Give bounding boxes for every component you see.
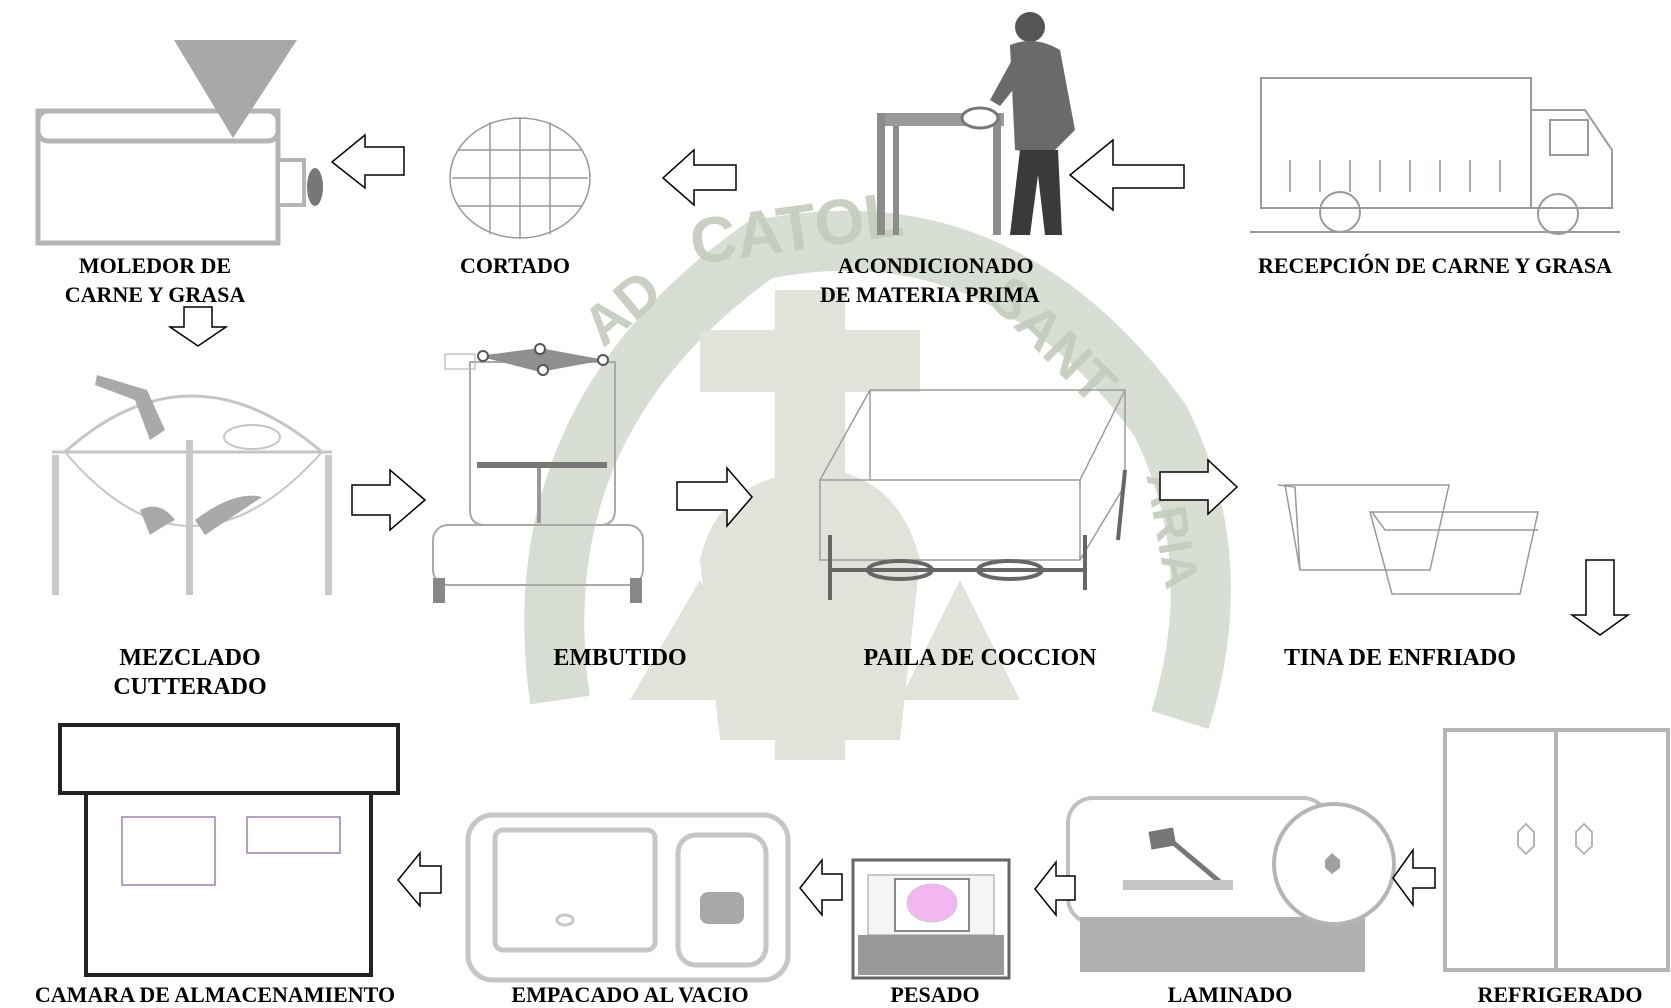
arrow-slicer-to-scale (1034, 859, 1076, 918)
arrow-grinder-to-mixer (167, 306, 229, 347)
slicer-icon (1066, 796, 1396, 972)
label-refrigerado: REFRIGERADO (1477, 982, 1643, 1007)
university-seal-watermark (524, 210, 1231, 760)
scale-icon (851, 858, 1011, 980)
arrow-tubs-to-fridge (1569, 559, 1631, 636)
storage-room-icon (58, 723, 400, 977)
grid-icon (449, 117, 591, 239)
arrow-packer-to-storage (397, 850, 442, 909)
worker-icon (877, 12, 1075, 235)
arrow-scale-to-packer (799, 857, 843, 918)
label-cortado: CORTADO (459, 253, 571, 278)
tubs-icon (1277, 484, 1539, 595)
kettle-icon (819, 389, 1127, 600)
label-empacado: EMPACADO AL VACIO (511, 982, 749, 1007)
truck-icon (1250, 77, 1620, 235)
label-pesado: PESADO (890, 982, 980, 1007)
fridge-icon (1443, 728, 1670, 972)
stuffer-icon (432, 343, 644, 603)
label-tina: TINA DE ENFRIADO (1283, 645, 1517, 671)
label-camara: CAMARA DE ALMACENAMIENTO (34, 982, 396, 1007)
arrow-mixer-to-stuffer (351, 468, 427, 532)
label-laminado: LAMINADO (1167, 982, 1293, 1007)
arrow-kettle-to-tubs (1159, 458, 1239, 516)
arrow-worker-to-grid (661, 148, 737, 207)
label-paila: PAILA DE COCCION (863, 645, 1097, 671)
label-recepcion: RECEPCIÓN DE CARNE Y GRASA (1257, 253, 1613, 278)
arrow-grid-to-grinder (330, 133, 405, 190)
vacuum-packer-icon (465, 812, 791, 983)
arrow-fridge-to-slicer (1392, 847, 1436, 908)
mixer-icon (52, 375, 332, 595)
label-embutido: EMBUTIDO (553, 645, 687, 671)
arrow-truck-to-worker (1068, 138, 1185, 212)
grinder-icon (35, 40, 323, 246)
arrow-stuffer-to-kettle (676, 465, 753, 529)
